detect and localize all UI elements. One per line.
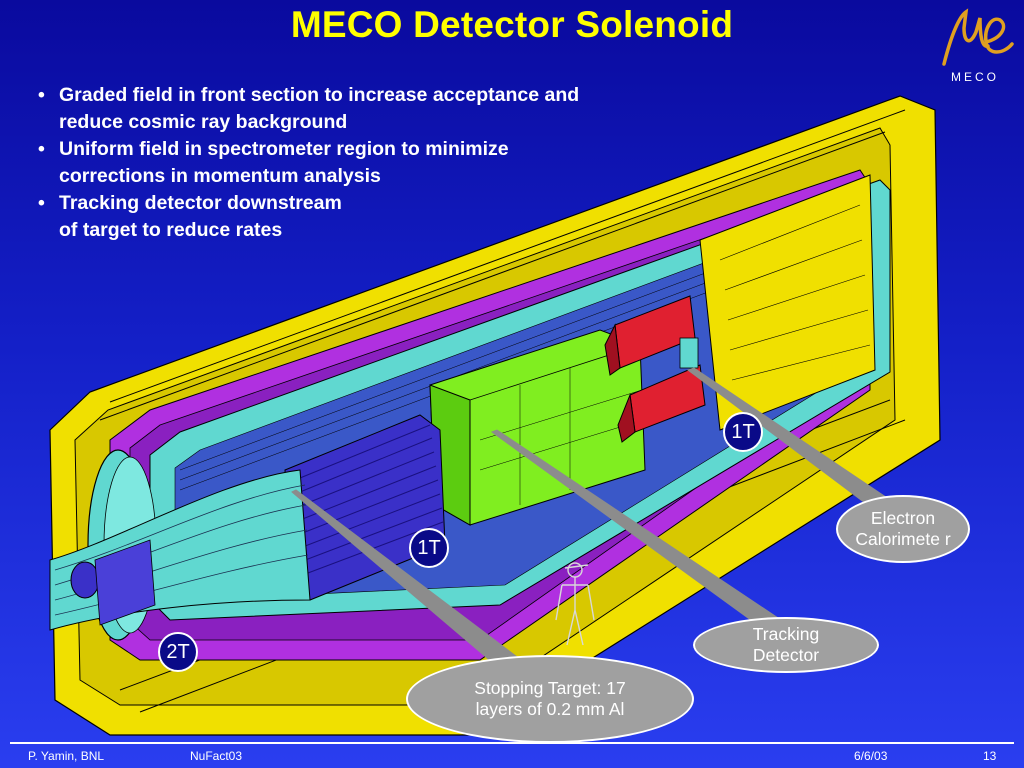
callout-electron-calorimeter: Electron Calorimete r <box>836 495 970 563</box>
beam-pipe <box>49 469 311 631</box>
footer-page-number: 13 <box>983 749 997 763</box>
bullet-item: Uniform field in spectrometer region to … <box>38 136 698 190</box>
bullet-item: Tracking detector downstream of target t… <box>38 190 698 244</box>
field-label-upstream: 2T <box>158 632 198 672</box>
downstream-end-cap <box>699 174 876 431</box>
bullet-text: Graded field in front section to increas… <box>59 84 580 106</box>
electron-calorimeter <box>604 295 706 443</box>
field-label-downstream: 1T <box>723 412 763 452</box>
footer-date: 6/6/03 <box>854 749 888 763</box>
bullet-text: Tracking detector downstream <box>59 192 342 214</box>
field-label-target-region: 1T <box>409 528 449 568</box>
bullet-text: corrections in momentum analysis <box>59 165 381 187</box>
callout-text: Tracking Detector <box>752 624 820 665</box>
slide-title: MECO Detector Solenoid <box>290 4 734 45</box>
callout-stopping-target: Stopping Target: 17 layers of 0.2 mm Al <box>406 655 694 743</box>
bullet-text: Uniform field in spectrometer region to … <box>59 138 509 160</box>
bullet-item: Graded field in front section to increas… <box>38 82 698 136</box>
logo-text: MECO <box>951 70 999 84</box>
mu-e-logo-icon <box>942 8 1014 66</box>
footer-author: P. Yamin, BNL <box>28 749 105 763</box>
scale-person-icon <box>555 562 595 646</box>
callout-pointers <box>291 367 907 687</box>
footer-divider <box>10 742 1014 744</box>
tracking-detector <box>429 329 646 526</box>
callout-tracking-detector: Tracking Detector <box>693 617 879 673</box>
bullet-list: Graded field in front section to increas… <box>38 82 698 244</box>
meco-logo: MECO <box>930 2 1020 88</box>
callout-text: Stopping Target: 17 layers of 0.2 mm Al <box>474 678 626 719</box>
footer-conference: NuFact03 <box>190 749 243 763</box>
bullet-text: reduce cosmic ray background <box>59 111 348 133</box>
bullet-text: of target to reduce rates <box>59 219 283 241</box>
callout-text: Electron Calorimete r <box>855 508 951 549</box>
